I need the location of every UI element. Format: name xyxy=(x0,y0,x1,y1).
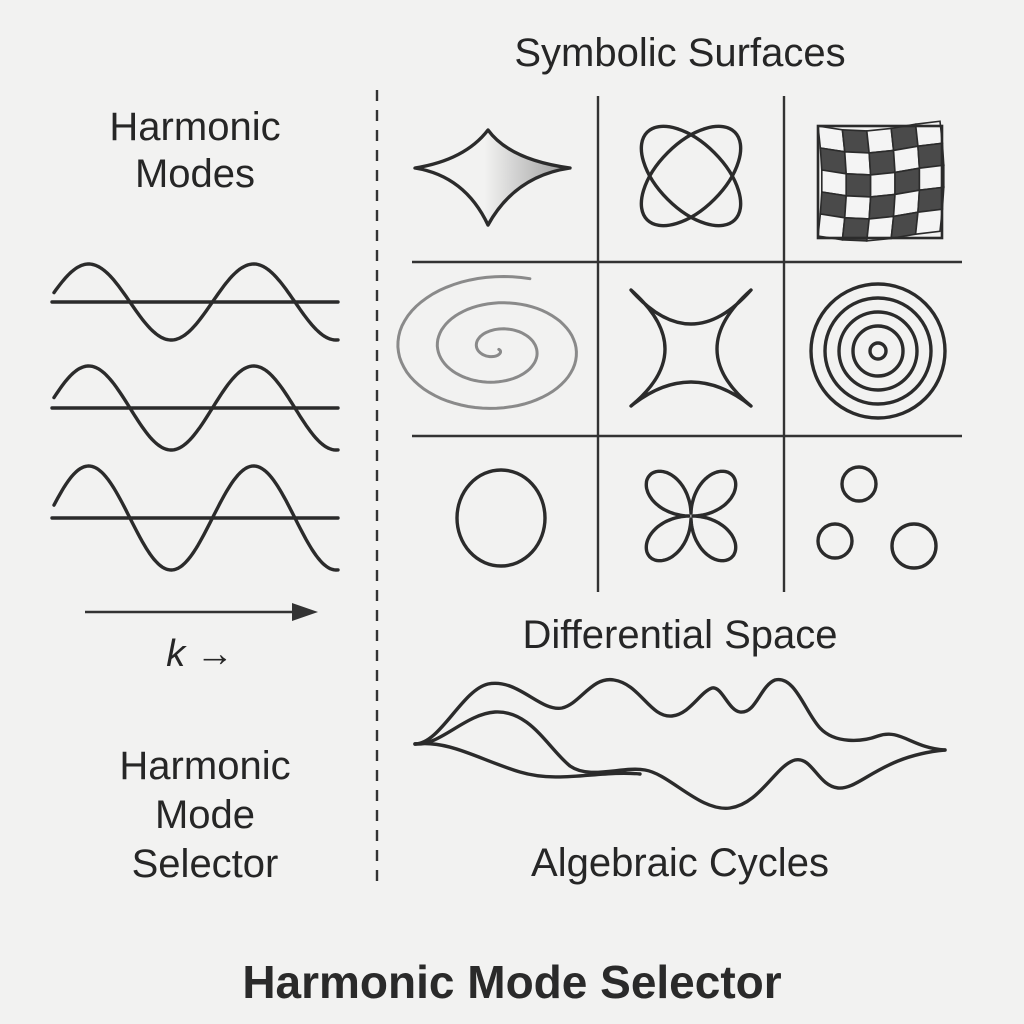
spiral-icon xyxy=(396,274,578,410)
symbol-grid-lines xyxy=(412,96,962,592)
left-bottom-line2: Mode xyxy=(154,792,256,837)
left-title-line1: Harmonic xyxy=(109,105,281,149)
algebraic-cycles-label: Algebraic Cycles xyxy=(531,841,829,885)
four-petal-icon xyxy=(644,469,738,563)
checker-cell xyxy=(869,171,896,198)
k-arrow xyxy=(85,603,318,621)
wave-curve-1 xyxy=(52,262,340,342)
checker-cell xyxy=(890,211,919,240)
lens-surface-icon xyxy=(413,128,572,227)
page-title: Harmonic Mode Selector xyxy=(242,956,782,1008)
circle-icon xyxy=(455,468,547,568)
crossed-ellipses-icon xyxy=(639,124,743,228)
astroid-icon xyxy=(629,288,753,408)
checker-cell xyxy=(917,186,945,214)
checker-cell xyxy=(868,193,896,220)
checker-cell xyxy=(845,173,872,198)
checker-cell xyxy=(841,129,871,154)
left-panel-bottom-label: Harmonic Mode Selector xyxy=(70,742,340,888)
symbolic-surfaces-title: Symbolic Surfaces xyxy=(514,31,846,75)
wave-curve-2 xyxy=(52,364,340,452)
checker-cell xyxy=(917,142,945,170)
checker-cell xyxy=(817,213,846,241)
harmonic-wave-3 xyxy=(50,464,340,572)
left-bottom-line1: Harmonic xyxy=(119,744,291,788)
left-panel-title: Harmonic Modes xyxy=(60,104,330,198)
checker-cell xyxy=(918,164,945,192)
checkerboard-surface-icon xyxy=(816,120,945,242)
differential-space-label: Differential Space xyxy=(522,613,838,657)
checker-cell xyxy=(914,208,944,236)
checker-cell xyxy=(868,149,896,176)
checker-cell xyxy=(843,195,872,220)
three-circles-icon xyxy=(816,465,938,570)
wave-curve-3 xyxy=(52,464,340,572)
k-axis-label: k → xyxy=(166,633,234,675)
checker-cell xyxy=(843,151,872,176)
concentric-circles-icon xyxy=(809,282,947,420)
checker-cell xyxy=(865,127,895,154)
harmonic-waves xyxy=(50,262,340,572)
left-title-line2: Modes xyxy=(134,151,256,196)
checker-border xyxy=(816,124,944,240)
algebraic-cycle-curves xyxy=(413,678,947,810)
left-bottom-line3: Selector xyxy=(131,841,279,886)
harmonic-wave-2 xyxy=(50,364,340,452)
harmonic-wave-1 xyxy=(50,262,340,342)
